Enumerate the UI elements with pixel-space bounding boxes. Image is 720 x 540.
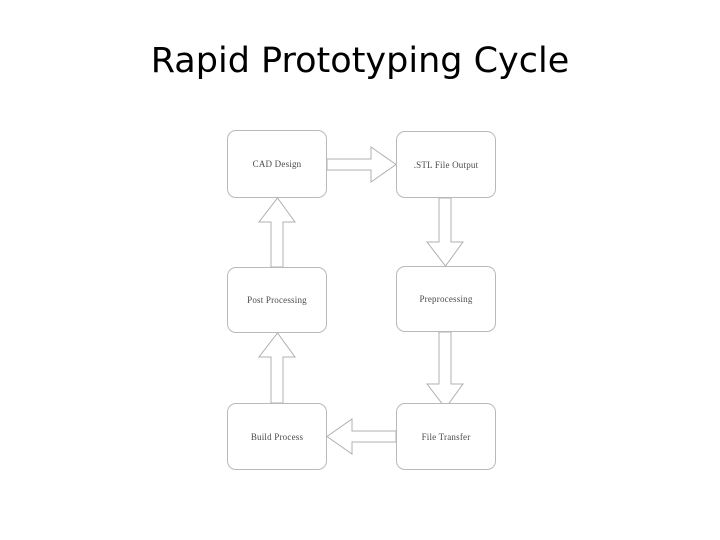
node-build-process[interactable]: Build Process (227, 403, 327, 470)
node-label: Preprocessing (419, 294, 473, 304)
connector-post-processing-to-cad (257, 197, 296, 268)
connector-build-to-post-processing (257, 332, 296, 404)
node-label: .STL File Output (413, 159, 479, 170)
node-file-transfer[interactable]: File Transfer (396, 403, 496, 470)
connector-cad-to-stl (326, 146, 397, 183)
node-preprocessing[interactable]: Preprocessing (396, 266, 496, 332)
node-label: CAD Design (252, 159, 302, 169)
node-label: Post Processing (247, 295, 307, 305)
node-label: File Transfer (421, 431, 471, 442)
node-cad-design[interactable]: CAD Design (227, 130, 327, 198)
connector-preprocessing-to-file-transfer (425, 331, 464, 409)
node-stl-file-output[interactable]: .STL File Output (396, 131, 496, 198)
node-label: Build Process (250, 431, 304, 442)
page-title: Rapid Prototyping Cycle (150, 41, 570, 81)
connector-stl-to-preprocessing (425, 197, 464, 267)
node-post-processing[interactable]: Post Processing (227, 267, 327, 333)
connector-file-transfer-to-build (326, 418, 397, 455)
